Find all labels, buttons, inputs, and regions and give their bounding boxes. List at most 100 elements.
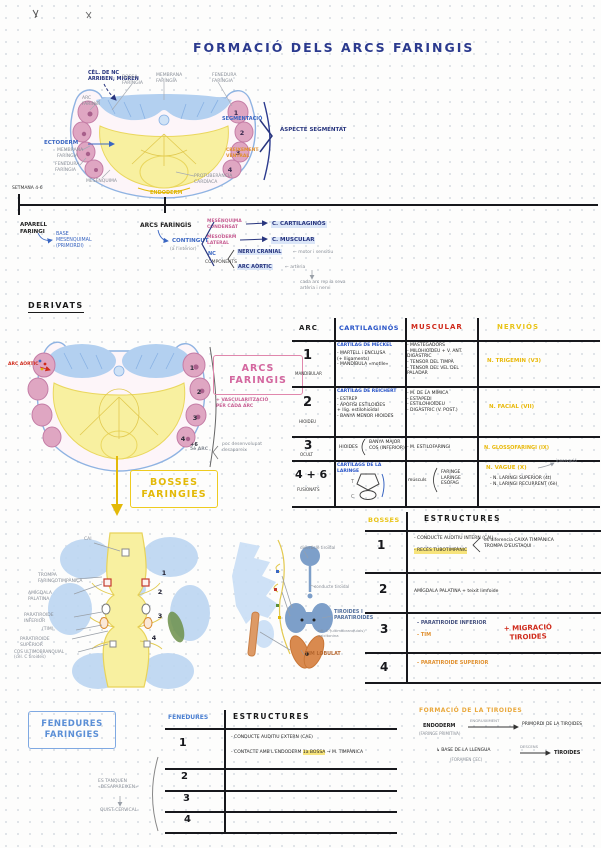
bossa-row-number: 4 bbox=[380, 660, 389, 674]
pouch-number: 4 bbox=[152, 634, 157, 642]
flow-tiroides: TIROIDES bbox=[554, 750, 581, 756]
label-aparell-faringi: APARELL FARINGI bbox=[20, 222, 48, 235]
flow-primordi-tiroides: PRIMORDI DE LA TIROIDES bbox=[522, 722, 583, 727]
arc-number: 4 bbox=[228, 166, 233, 174]
label-endoderm: ENDODERM bbox=[150, 190, 183, 196]
table-line bbox=[165, 811, 397, 813]
musculs-lead: músculs bbox=[408, 478, 427, 483]
nervi-facial: N. FACIAL (VII) bbox=[489, 404, 535, 410]
nervi-vague: N. VAGUE (X) bbox=[486, 465, 527, 471]
larynx-sketch: T C bbox=[350, 473, 385, 500]
fenedura-row-number: 2 bbox=[181, 771, 188, 782]
derivats-heading: DERIVATS bbox=[28, 301, 84, 313]
arc-row-name: MANDIBULAR bbox=[295, 371, 322, 376]
fenedures-table-header: FENEDURES bbox=[168, 714, 209, 721]
bossa3-tim: - TIM bbox=[417, 632, 432, 638]
table-line bbox=[365, 572, 601, 574]
fenedures-estructures-header: ESTRUCTURES bbox=[233, 712, 311, 721]
label-protuberancia-cardiaca: PROTUBERÀNCIA CARDÍACA bbox=[194, 174, 233, 185]
bosses-faringies-box: BOSSES FARINGIES bbox=[130, 470, 218, 508]
larynx-label-t: T bbox=[350, 479, 355, 485]
arcs-table-header-nervios: NERVIÓS bbox=[497, 323, 540, 331]
arc-row-name: FUSIONATS bbox=[297, 487, 320, 492]
arc-number: 2 bbox=[240, 129, 245, 137]
bossa1-reces: - RECÉS TUBOTIMPÀNIC bbox=[414, 548, 468, 554]
table-line bbox=[365, 612, 601, 614]
label-tim-lobulat: TIM LOBULAT bbox=[305, 652, 341, 657]
label-setmana: SETMANA 4-6 bbox=[12, 186, 43, 191]
label-membrana-top: MEMBRANA FARÍNGIA bbox=[156, 73, 183, 84]
arc-number: 3 bbox=[236, 149, 241, 157]
component-arteria-note: ← artèria bbox=[285, 265, 306, 270]
arc-row-name: HIOIDEU bbox=[299, 419, 317, 424]
timeline-tick bbox=[18, 194, 20, 215]
bossa-row-number: 1 bbox=[377, 538, 386, 552]
flow-engruiximent-label: ENGRUIXIMENT bbox=[470, 718, 500, 723]
flow-endoderm: ENDODERM bbox=[423, 723, 456, 729]
label-conducte-tiroidal: conducte tiroïdal bbox=[314, 584, 350, 589]
fenedura1-contacte: - CONTACTE AMB L'ENDODERM 1a BOSSA → M. … bbox=[231, 750, 363, 756]
nervi-trigemin: N. TRIGEMIN (V3) bbox=[487, 358, 542, 364]
label-nc-cells: CÈL. DE NC ARRIBEN, MIGREN bbox=[88, 70, 139, 83]
table-line bbox=[365, 530, 601, 532]
label-cel-c: cèl. C (ultimobranquials) calcitonina bbox=[318, 628, 365, 638]
arc-row-number: 3 bbox=[304, 438, 313, 452]
table-line bbox=[165, 790, 397, 792]
thyroid-migration-diagram bbox=[232, 539, 333, 669]
branch-nc: NC bbox=[208, 251, 216, 257]
hioides-lead: HIOIDES bbox=[339, 445, 358, 450]
table-line bbox=[477, 318, 479, 508]
label-arc-aortic: ARC AÒRTIC bbox=[8, 362, 39, 367]
page-title: FORMACIÓ DELS ARCS FARINGIS bbox=[193, 40, 475, 55]
label-amigdala: AMÍGDALA PALATINA bbox=[28, 591, 52, 602]
label-base-mesenquimal: BASE MESENQUIMAL (PRIMORDI) bbox=[56, 232, 92, 249]
branch-components: COMPONENTS bbox=[205, 260, 238, 265]
pouch-number: 1 bbox=[162, 569, 167, 577]
label-paratiroide-superior: PARATIROIDE SUPERIOR bbox=[20, 637, 50, 648]
arc-number: 1 bbox=[234, 109, 239, 117]
label-cos-ultimobranquial: COS ULTIMOBRANQUIAL (cèl. C tiroides) bbox=[14, 649, 65, 660]
fenedures-side-note: ES TANQUEN «DESAPAREIXEN» bbox=[98, 779, 138, 790]
branch-muscular: C. MUSCULAR bbox=[271, 237, 316, 244]
label-paratiroide-inferior: PARATIROIDE INFERIOR bbox=[24, 613, 54, 624]
table-line bbox=[292, 436, 600, 438]
label-fenedura-top: FENEDURA FARÍNGIA bbox=[212, 73, 237, 84]
bossa4-paratiroide-superior: - PARATIROIDE SUPERIOR bbox=[417, 660, 489, 666]
bossa-row-number: 2 bbox=[379, 582, 388, 596]
table-line bbox=[334, 318, 336, 508]
table-line bbox=[292, 460, 600, 462]
label-fenedura-left: FENEDURA FARÍNGIA bbox=[55, 162, 80, 173]
bossa1-brace-items: es diferencia CAIXA TIMPÀNICA TROMPA D'E… bbox=[484, 538, 554, 549]
arc-row-name: OCULT bbox=[300, 452, 313, 457]
component-nervi-cranial: NERVI CRANIAL bbox=[237, 249, 283, 256]
flow-foramen-cec: (FORAMEN CEC) bbox=[450, 757, 483, 762]
label-tiroides-paratiroides: TIROIDES I PARATIROIDES bbox=[334, 610, 374, 621]
musculs-brace-items: FARINGE LARINGE ESÒFAG bbox=[441, 470, 461, 487]
label-trompa: TROMPA FARINGOTIMPÀNICA bbox=[38, 573, 83, 584]
label-aspecte-segmentat: ASPECTE SEGMENTAT bbox=[280, 127, 347, 133]
label-arcs-faringis-timeline: ARCS FARINGIS bbox=[140, 222, 192, 229]
arcs-table-header-muscular: MUSCULAR bbox=[411, 323, 463, 331]
arc-number: +6 bbox=[190, 442, 198, 448]
table-line bbox=[165, 768, 397, 770]
fenedura1-contacte-highlight: 1a BOSSA bbox=[302, 750, 326, 755]
table-line bbox=[365, 652, 601, 654]
arc5-note-items: poc desenvolupat desapareix bbox=[222, 442, 263, 453]
fenedura1-cae: - CONDUCTE AUDITIU EXTERN (CAE) bbox=[231, 735, 313, 740]
label-membrana-left: MEMBRANA FARÍNGIA bbox=[57, 148, 84, 159]
arcs-faringis-box: ARCS FARINGIS bbox=[213, 355, 303, 395]
timeline-tick bbox=[164, 197, 166, 213]
label-tim: (TIM) bbox=[42, 627, 54, 632]
arc-row-number: 2 bbox=[303, 395, 313, 410]
component-nervi-note: ← motor i sensitiu bbox=[293, 250, 334, 255]
innervacio-note: innervació bbox=[556, 458, 577, 463]
nervi-vague-items: - N. LARINGI SUPERIOR (4t) - N. LARINGI … bbox=[490, 476, 558, 487]
arc-number: 2 bbox=[197, 388, 202, 396]
muscular-arc1-items: - MASTEGADORS - MILOHIOÏDEU + V. ANT. DI… bbox=[407, 343, 463, 377]
pharyngeal-pouches-diagram: 1 2 3 4 bbox=[48, 532, 210, 689]
estructures-header: ESTRUCTURES bbox=[424, 514, 502, 523]
branch-cartilaginos: C. CARTILAGINÓS bbox=[271, 221, 327, 228]
label-mesenquima: MESÈNQUIMA bbox=[86, 179, 117, 184]
timeline-foot-note: cada arc rep la seva artèria i nervi bbox=[300, 280, 346, 291]
